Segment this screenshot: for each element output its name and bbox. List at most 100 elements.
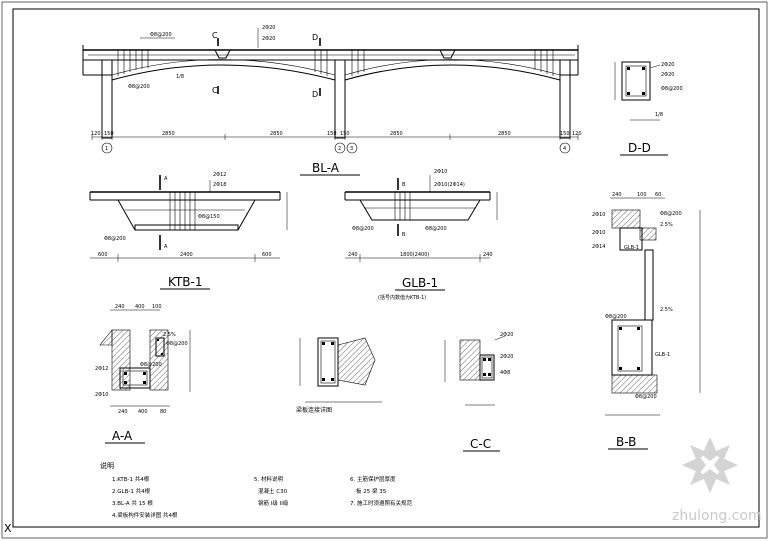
d-d-label-slope: 1/8 [655, 112, 663, 118]
d-d-label-stirrup: Φ8@200 [661, 86, 683, 92]
ktb-1-dim-left: 600 [98, 252, 108, 258]
b-b-dim-240: 240 [612, 192, 622, 198]
glb-1-subtitle: (括号内数值为KTB-1) [378, 294, 426, 301]
bl-a-dim-3: 2850 [270, 131, 283, 137]
a-a-label-slope: 2.5% [163, 332, 176, 338]
ktb-1-label-top-bar: 2Φ12 [213, 172, 226, 178]
a-a-label-top-bar: 2Φ12 [95, 366, 108, 372]
a-a-dim-240-bottom: 240 [118, 409, 128, 415]
ktb-1-label-bottom-bar: 2Φ18 [213, 182, 226, 188]
a-a-label-stirrup: Φ8@200 [140, 362, 162, 368]
bl-a-cut-d-bottom: D [312, 90, 318, 99]
ktb-1-cut-bottom: A [164, 244, 168, 250]
bl-a-dim-5: 150 [340, 131, 350, 137]
bl-a-axis-3: 3 [350, 146, 353, 152]
notes-col3-line2: 板 25 梁 35 [356, 487, 387, 495]
a-a-dim-100-top: 100 [152, 304, 162, 310]
notes-col1-line4: 4.梁板构件安装详图 共4根 [112, 511, 178, 519]
a-a-dim-400-bottom: 400 [138, 409, 148, 415]
bl-a-dim-9: 120 [572, 131, 582, 137]
glb-1-dim-right: 240 [483, 252, 493, 258]
glb-1-label-stirrup-left: Φ8@200 [352, 226, 374, 232]
b-b-title: B-B [616, 435, 636, 449]
b-b-label-top-bar-1: 2Φ10 [592, 212, 605, 218]
bl-a-title: BL-A [312, 161, 340, 175]
joint-detail: 梁板连接详图 [296, 337, 382, 414]
a-a-label-stirrup-small: Φ8@200 [166, 341, 188, 347]
bl-a-axis-4: 4 [563, 146, 566, 152]
section-a-a: 240 400 100 2.5% 2Φ12 2Φ10 Φ8@200 Φ8@200… [95, 304, 191, 444]
glb-1-dim-mid: 1800(2400) [400, 252, 429, 258]
watermark-text: zhulong.com [672, 508, 762, 524]
notes-col3-line3: 7. 施工时须遵照有关规范 [350, 499, 412, 507]
b-b-dim-60: 60 [655, 192, 661, 198]
ktb-1-label-stirrup-end: Φ8@200 [104, 236, 126, 242]
bl-a-label-stirrup-top: Φ8@200 [150, 32, 172, 38]
section-b-b: 240 100 60 2Φ10 2Φ10 2Φ14 Φ8@200 2.5% 2.… [592, 192, 701, 450]
b-b-label-glb-bottom: GLB-1 [655, 352, 670, 358]
c-c-label-bottom: 2Φ20 [500, 354, 513, 360]
b-b-label-glb-top: GLB-1 [624, 245, 639, 251]
section-c-c: 2Φ20 2Φ20 4Φ8 C-C [444, 332, 513, 452]
notes-heading: 说明 [100, 461, 114, 470]
ktb-1-title: KTB-1 [168, 275, 202, 289]
a-a-dim-240-top: 240 [115, 304, 125, 310]
a-a-label-bottom-bar: 2Φ10 [95, 392, 108, 398]
a-a-dim-400-top: 400 [135, 304, 145, 310]
c-c-label-stirrup: 4Φ8 [500, 370, 510, 376]
b-b-label-stirrup-top: Φ8@200 [660, 211, 682, 217]
d-d-label-top: 2Φ20 [661, 62, 674, 68]
c-c-label-top: 2Φ20 [500, 332, 513, 338]
bl-a-dim-8: 150 [560, 131, 570, 137]
notes-block: 说明 1.KTB-1 共4根 2.GLB-1 共4根 3.BL-A 共 15 根… [100, 461, 412, 519]
ktb-1-dim-right: 600 [262, 252, 272, 258]
glb-1-label-stirrup-right: Φ8@200 [425, 226, 447, 232]
glb-1-elevation: B B 2Φ10 2Φ10(2Φ14) Φ8@200 Φ8@200 240 18… [344, 169, 498, 301]
glb-1-label-top-bar: 2Φ10 [434, 169, 447, 175]
bl-a-dim-6: 2850 [390, 131, 403, 137]
bl-a-label-top-bar-1: 2Φ20 [262, 25, 275, 31]
a-a-title: A-A [112, 429, 133, 443]
inner-border [12, 8, 760, 528]
joint-caption: 梁板连接详图 [296, 406, 332, 414]
d-d-label-bottom: 2Φ20 [661, 72, 674, 78]
b-b-label-stirrup-bottom: Φ8@200 [635, 394, 657, 400]
notes-col2-line1: 5. 材料说明 [254, 475, 283, 483]
glb-1-cut-top: B [402, 182, 406, 188]
bl-a-dim-0: 120 [91, 131, 101, 137]
bl-a-label-slope: 1/8 [176, 74, 184, 80]
notes-col1-line1: 1.KTB-1 共4根 [112, 475, 150, 483]
notes-col1-line2: 2.GLB-1 共4根 [112, 487, 151, 495]
bl-a-axis-1: 1 [105, 146, 108, 152]
bl-a-cut-c-top: C [212, 31, 218, 40]
corner-mark: X [4, 522, 12, 535]
b-b-label-slope-bottom: 2.5% [660, 307, 673, 313]
ktb-1-elevation: A A 2Φ12 2Φ18 Φ8@150 Φ8@200 600 2400 600… [89, 172, 288, 290]
bl-a-dim-7: 2850 [498, 131, 511, 137]
bl-a-elevation: C C D D Φ8@200 Φ8@200 2Φ20 2Φ20 1/8 120 … [82, 25, 582, 176]
b-b-label-stirrup-mid: Φ8@200 [605, 314, 627, 320]
notes-col1-line3: 3.BL-A 共 15 根 [112, 499, 153, 507]
glb-1-title: GLB-1 [402, 276, 438, 290]
watermark: zhulong.com [672, 437, 762, 524]
d-d-title: D-D [628, 141, 651, 155]
notes-col2-line2: 混凝土 C30 [258, 487, 288, 495]
ktb-1-label-stirrup: Φ8@150 [198, 214, 220, 220]
b-b-label-slope-top: 2.5% [660, 222, 673, 228]
glb-1-cut-bottom: B [402, 232, 406, 238]
b-b-dim-100: 100 [637, 192, 647, 198]
bl-a-dim-1: 150 [104, 131, 114, 137]
bl-a-label-top-bar-2: 2Φ20 [262, 36, 275, 42]
bl-a-dim-2: 2850 [162, 131, 175, 137]
ktb-1-cut-top: A [164, 176, 168, 182]
bl-a-cut-c-bottom: C [212, 86, 218, 95]
bl-a-label-stirrup-bottom: Φ8@200 [128, 84, 150, 90]
a-a-dim-80-bottom: 80 [160, 409, 166, 415]
ktb-1-dim-mid: 2400 [180, 252, 193, 258]
c-c-title: C-C [470, 437, 491, 451]
bl-a-axis-2: 2 [338, 146, 341, 152]
glb-1-dim-left: 240 [348, 252, 358, 258]
bl-a-dim-4: 150 [327, 131, 337, 137]
